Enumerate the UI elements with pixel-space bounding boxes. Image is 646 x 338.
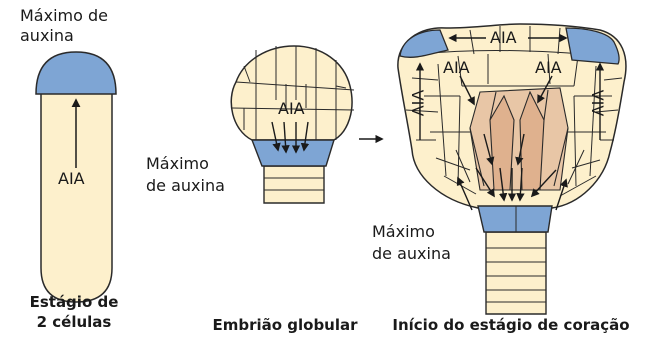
stage2-max-label-line1: Máximo xyxy=(146,154,209,173)
stage3-side-left-label: AIA xyxy=(409,90,427,117)
heart-stage-embryo xyxy=(398,24,626,314)
apical-cell-auxin-max xyxy=(36,52,116,94)
globular-auxin-max xyxy=(252,140,334,166)
stage2-caption: Embrião globular xyxy=(202,316,368,335)
stage2-flow-label: AIA xyxy=(278,100,305,118)
suspensor xyxy=(264,166,324,203)
stage1-max-label-line2: auxina xyxy=(20,26,74,45)
stage1-caption-line2: 2 células xyxy=(18,313,130,332)
stage3-max-label-line1: Máximo xyxy=(372,222,435,241)
stage2-max-label-line2: de auxina xyxy=(146,176,225,195)
globular-body xyxy=(231,46,352,140)
stage3-side-right-label: AIA xyxy=(589,90,607,117)
stage1-caption-line1: Estágio de xyxy=(18,293,130,312)
right-cotyledon-auxin-max xyxy=(566,28,619,64)
stage1-flow-label: AIA xyxy=(58,170,85,188)
stage3-inner-right-label: AIA xyxy=(535,59,562,77)
stage3-max-label-line2: de auxina xyxy=(372,244,451,263)
stage3-caption: Início do estágio de coração xyxy=(384,316,638,335)
heart-basal-auxin-max xyxy=(478,206,552,232)
stage3-inner-left-label: AIA xyxy=(443,59,470,77)
globular-embryo xyxy=(231,46,354,203)
stage3-top-label: AIA xyxy=(490,29,517,47)
stage1-max-label-line1: Máximo de xyxy=(20,6,108,25)
